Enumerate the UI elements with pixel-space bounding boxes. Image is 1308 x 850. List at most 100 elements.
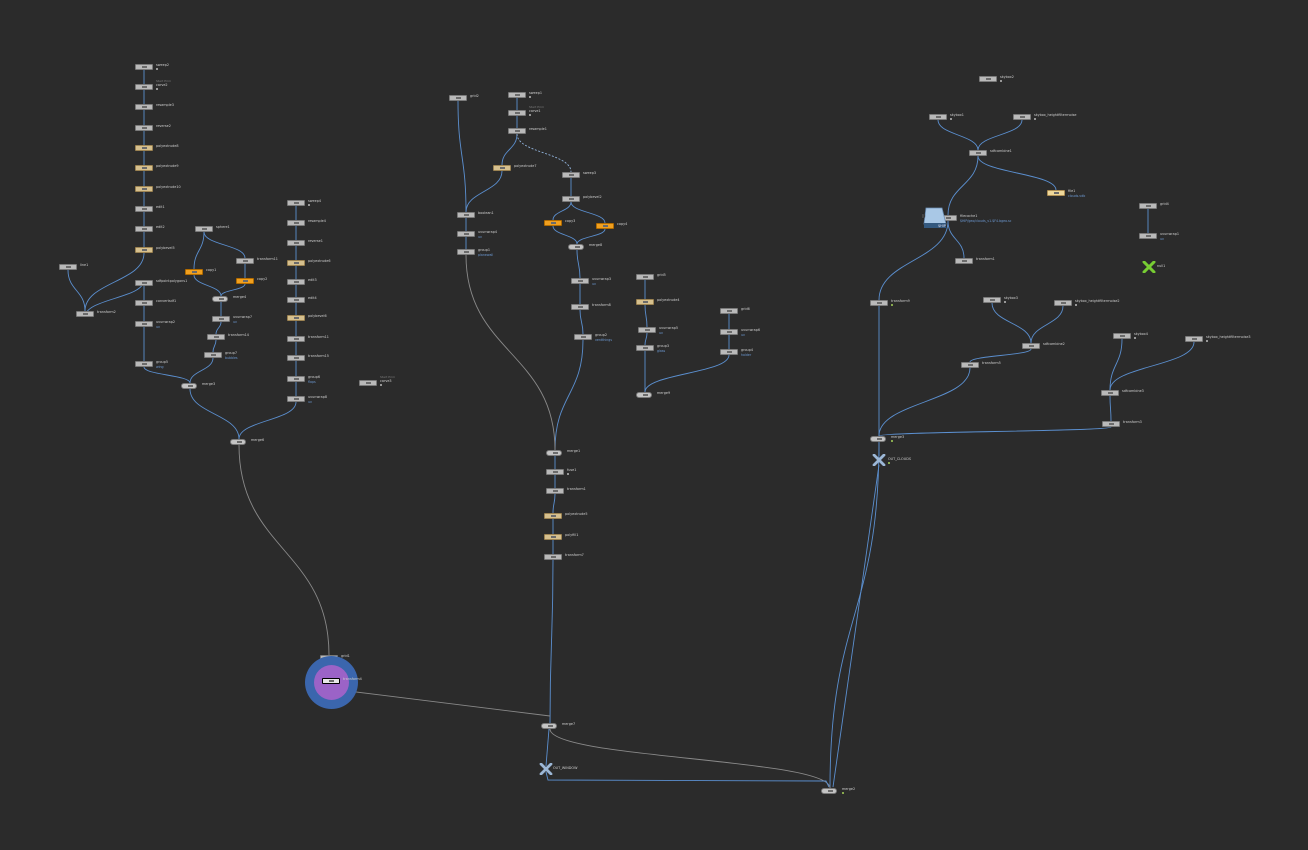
node-box[interactable] [720, 308, 738, 314]
wire[interactable] [570, 201, 606, 224]
wire[interactable] [203, 231, 246, 259]
node-box[interactable] [207, 334, 225, 340]
wire[interactable] [579, 309, 584, 335]
node-box[interactable] [969, 150, 987, 156]
node-box[interactable] [236, 258, 254, 264]
wire[interactable] [554, 339, 584, 451]
node-box[interactable] [135, 206, 153, 212]
node-box[interactable] [230, 439, 246, 445]
node-box[interactable] [1022, 343, 1040, 349]
node-box[interactable] [287, 297, 305, 303]
node-box[interactable] [562, 196, 580, 202]
node-box[interactable] [544, 534, 562, 540]
node-box[interactable] [287, 315, 305, 321]
node-box[interactable] [185, 269, 203, 275]
node-box[interactable] [212, 316, 230, 322]
node-box[interactable] [870, 300, 888, 306]
node-box[interactable] [821, 788, 837, 794]
node-box[interactable] [135, 361, 153, 367]
node-box[interactable] [983, 297, 1001, 303]
node-box[interactable] [287, 396, 305, 402]
wire[interactable] [1109, 395, 1112, 422]
node-box[interactable] [955, 258, 973, 264]
wire[interactable] [189, 388, 240, 440]
node-box[interactable] [961, 362, 979, 368]
node-box[interactable] [1013, 114, 1031, 120]
wire[interactable] [189, 357, 214, 384]
node-box[interactable] [287, 376, 305, 382]
node-box[interactable] [135, 125, 153, 131]
wire[interactable] [969, 348, 1032, 363]
node-box[interactable] [287, 279, 305, 285]
node-box[interactable] [195, 226, 213, 232]
node-box[interactable] [135, 186, 153, 192]
node-box[interactable] [636, 274, 654, 280]
wire[interactable] [644, 332, 648, 346]
node-box[interactable] [322, 678, 340, 684]
node-box[interactable] [636, 299, 654, 305]
wire[interactable] [552, 225, 578, 245]
wire[interactable] [977, 119, 1023, 151]
wire[interactable] [829, 441, 880, 789]
wire[interactable] [644, 304, 648, 328]
node-box[interactable] [571, 278, 589, 284]
wire[interactable] [878, 220, 949, 301]
wire[interactable] [84, 252, 145, 312]
node-box[interactable] [287, 220, 305, 226]
wire[interactable] [143, 366, 191, 384]
wire[interactable] [549, 559, 554, 724]
node-box[interactable] [546, 469, 564, 475]
wire[interactable] [552, 493, 556, 514]
node-box[interactable] [457, 249, 475, 255]
node-box[interactable] [181, 383, 197, 389]
node-box[interactable] [287, 240, 305, 246]
wire[interactable] [501, 133, 518, 166]
wire[interactable] [991, 302, 1032, 344]
wire[interactable] [977, 155, 1057, 191]
node-box[interactable] [596, 223, 614, 229]
node-box[interactable] [212, 296, 228, 302]
wire[interactable] [947, 155, 979, 216]
node-box[interactable] [135, 84, 153, 90]
node-box[interactable] [546, 488, 564, 494]
node-box[interactable] [929, 114, 947, 120]
wire[interactable] [238, 401, 297, 440]
node-box[interactable] [135, 321, 153, 327]
node-box[interactable] [562, 172, 580, 178]
wire[interactable] [516, 133, 572, 173]
wire[interactable] [193, 274, 222, 297]
wire[interactable] [193, 231, 205, 270]
node-box[interactable] [508, 128, 526, 134]
node-box[interactable] [720, 329, 738, 335]
wire[interactable] [465, 170, 503, 213]
wire[interactable] [878, 367, 971, 437]
node-box[interactable] [508, 110, 526, 116]
node-box[interactable] [1102, 421, 1120, 427]
node-box[interactable] [457, 212, 475, 218]
node-box[interactable] [546, 450, 562, 456]
node-box[interactable] [449, 95, 467, 101]
wire[interactable] [576, 228, 606, 245]
node-box[interactable] [979, 76, 997, 82]
node-box[interactable] [574, 334, 592, 340]
node-box[interactable] [236, 278, 254, 284]
node-box[interactable] [135, 64, 153, 70]
node-box[interactable] [1185, 336, 1203, 342]
wire[interactable] [878, 426, 1112, 437]
node-box[interactable] [287, 336, 305, 342]
wire[interactable] [465, 254, 556, 451]
node-box[interactable] [135, 145, 153, 151]
wire[interactable] [549, 728, 831, 789]
node-box[interactable] [135, 104, 153, 110]
wire[interactable] [215, 321, 222, 335]
wire[interactable] [644, 354, 730, 393]
node-box[interactable] [287, 200, 305, 206]
wire[interactable] [1109, 338, 1123, 391]
node-box[interactable] [571, 304, 589, 310]
node-box[interactable] [1139, 233, 1157, 239]
wire[interactable] [1109, 341, 1195, 391]
node-box[interactable] [287, 355, 305, 361]
wire[interactable] [937, 119, 979, 151]
wire[interactable] [1030, 305, 1064, 344]
wire[interactable] [67, 269, 86, 312]
